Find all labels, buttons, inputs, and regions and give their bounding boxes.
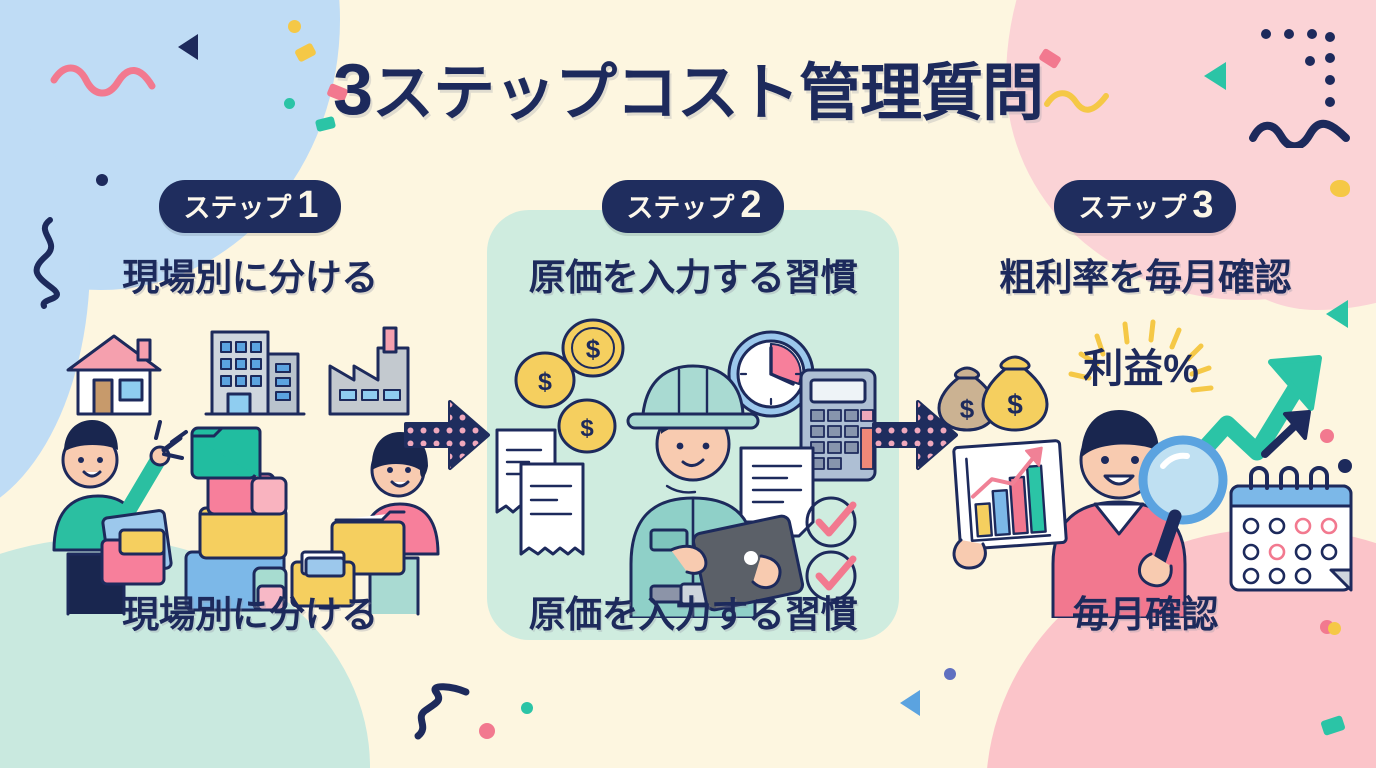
profit-label-burst	[1068, 319, 1214, 393]
step-badge-3-label: ステップ	[1078, 193, 1187, 223]
page-title: 3ステップコスト管理質問	[0, 42, 1376, 132]
step-card-3: ステップ 3 粗利率を毎月確認 $ $	[935, 180, 1355, 700]
step-3-heading: 粗利率を毎月確認	[999, 257, 1292, 298]
step-badge-3[interactable]: ステップ 3	[1054, 180, 1236, 233]
step-badge-1-label: ステップ	[183, 193, 292, 223]
house-icon	[66, 334, 162, 416]
step-1-illustration	[40, 318, 460, 618]
pink-dot-decor-bottom	[479, 723, 495, 739]
step-3-caption: 毎月確認	[1072, 594, 1219, 635]
step-badge-2-label: ステップ	[626, 193, 735, 223]
magnifier-icon	[1138, 435, 1228, 588]
step-card-2: ステップ 2 原価を入力する習慣 $ $ $	[483, 180, 903, 700]
check-circle-icon	[805, 496, 857, 602]
svg-text:$: $	[538, 368, 552, 396]
small-arrow-icon	[1261, 410, 1311, 458]
step-badge-2-number: 2	[740, 184, 762, 226]
step-arrow-2-to-3	[872, 398, 958, 477]
step-2-heading: 原価を入力する習慣	[528, 257, 858, 298]
person-with-chart-icon	[952, 410, 1228, 618]
office-building-icon	[204, 330, 306, 416]
step-1-caption: 現場別に分ける	[122, 594, 378, 635]
folder-stack-icon	[184, 426, 288, 612]
clock-icon	[727, 330, 815, 418]
step-2-caption: 原価を入力する習慣	[528, 594, 858, 635]
factory-icon	[328, 326, 410, 416]
step-badge-1-number: 1	[297, 184, 319, 226]
person-pointing-icon	[52, 420, 188, 616]
receipt-icon	[495, 428, 585, 556]
yellow-dot-decor-1	[288, 20, 301, 33]
blue-triangle-decor-bottom	[900, 690, 920, 716]
svg-text:$: $	[960, 394, 975, 424]
step-badge-1[interactable]: ステップ 1	[159, 180, 341, 233]
teal-dot-decor-bottom	[521, 702, 533, 714]
person-carrying-folder-icon	[290, 432, 440, 616]
svg-text:$: $	[580, 415, 594, 442]
svg-text:$: $	[586, 334, 601, 364]
calendar-icon	[1229, 466, 1353, 592]
worker-with-tablet-icon	[626, 364, 805, 618]
teal-confetti-decor-bottom-right	[1320, 714, 1346, 737]
step-badge-3-number: 3	[1192, 184, 1214, 226]
step-badge-2[interactable]: ステップ 2	[602, 180, 784, 233]
title-number: 3	[332, 50, 373, 130]
step-2-illustration: $ $ $	[483, 318, 903, 618]
pink-dot-icon	[1320, 429, 1334, 443]
step-3-illustration: $ $ 利益%	[935, 318, 1355, 618]
navy-dot-icon	[1338, 459, 1352, 473]
step-1-heading: 現場別に分ける	[122, 257, 378, 298]
calculator-icon	[799, 368, 877, 482]
money-bag-icon: $ $	[937, 355, 1049, 432]
svg-text:$: $	[1007, 389, 1023, 420]
title-text: ステップコスト管理質問	[372, 59, 1044, 128]
step-arrow-1-to-2	[404, 398, 490, 477]
coin-icon: $ $ $	[514, 318, 625, 454]
profit-annotation: 利益%	[1083, 347, 1199, 391]
step-card-1: ステップ 1 現場別に分ける	[40, 180, 460, 700]
